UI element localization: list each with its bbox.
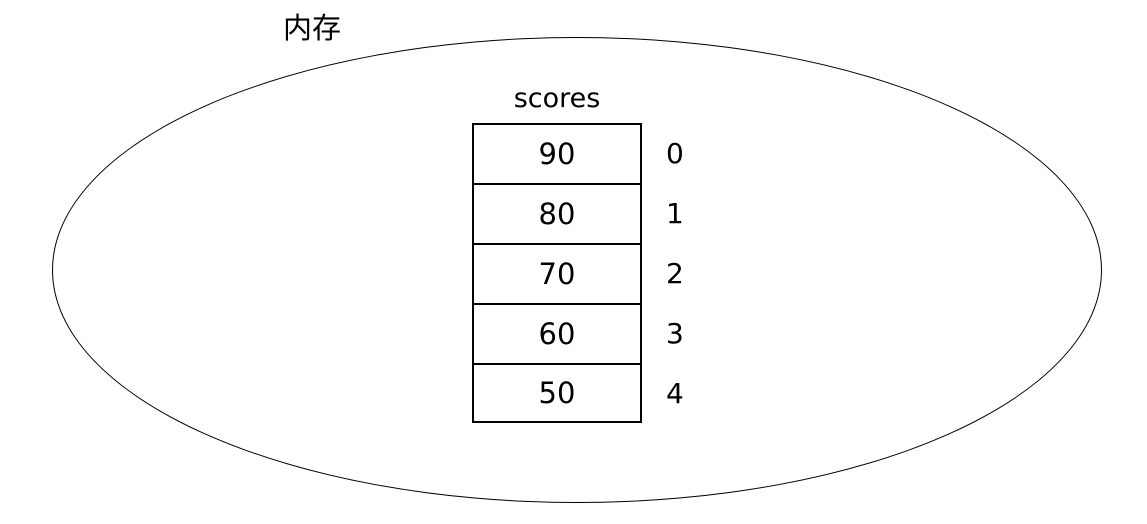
memory-label: 内存 — [283, 11, 342, 45]
array-index-label: 4 — [666, 376, 684, 410]
array-index-label: 2 — [666, 256, 684, 290]
array-cell: 70 — [472, 243, 642, 303]
array-cell: 80 — [472, 183, 642, 243]
array-cell: 90 — [472, 123, 642, 183]
array-index-label: 1 — [666, 196, 684, 230]
array-row: 60 3 — [472, 303, 684, 363]
array-index-label: 3 — [666, 316, 684, 350]
array-cell: 60 — [472, 303, 642, 363]
array-row: 90 0 — [472, 123, 684, 183]
memory-boundary-ellipse — [52, 37, 1102, 503]
array-row: 50 4 — [472, 363, 684, 423]
array-table: 90 0 80 1 70 2 60 3 50 4 — [472, 123, 684, 423]
array-name-label: scores — [513, 83, 601, 114]
array-row: 80 1 — [472, 183, 684, 243]
array-cell: 50 — [472, 363, 642, 423]
array-row: 70 2 — [472, 243, 684, 303]
array-index-label: 0 — [666, 136, 684, 170]
